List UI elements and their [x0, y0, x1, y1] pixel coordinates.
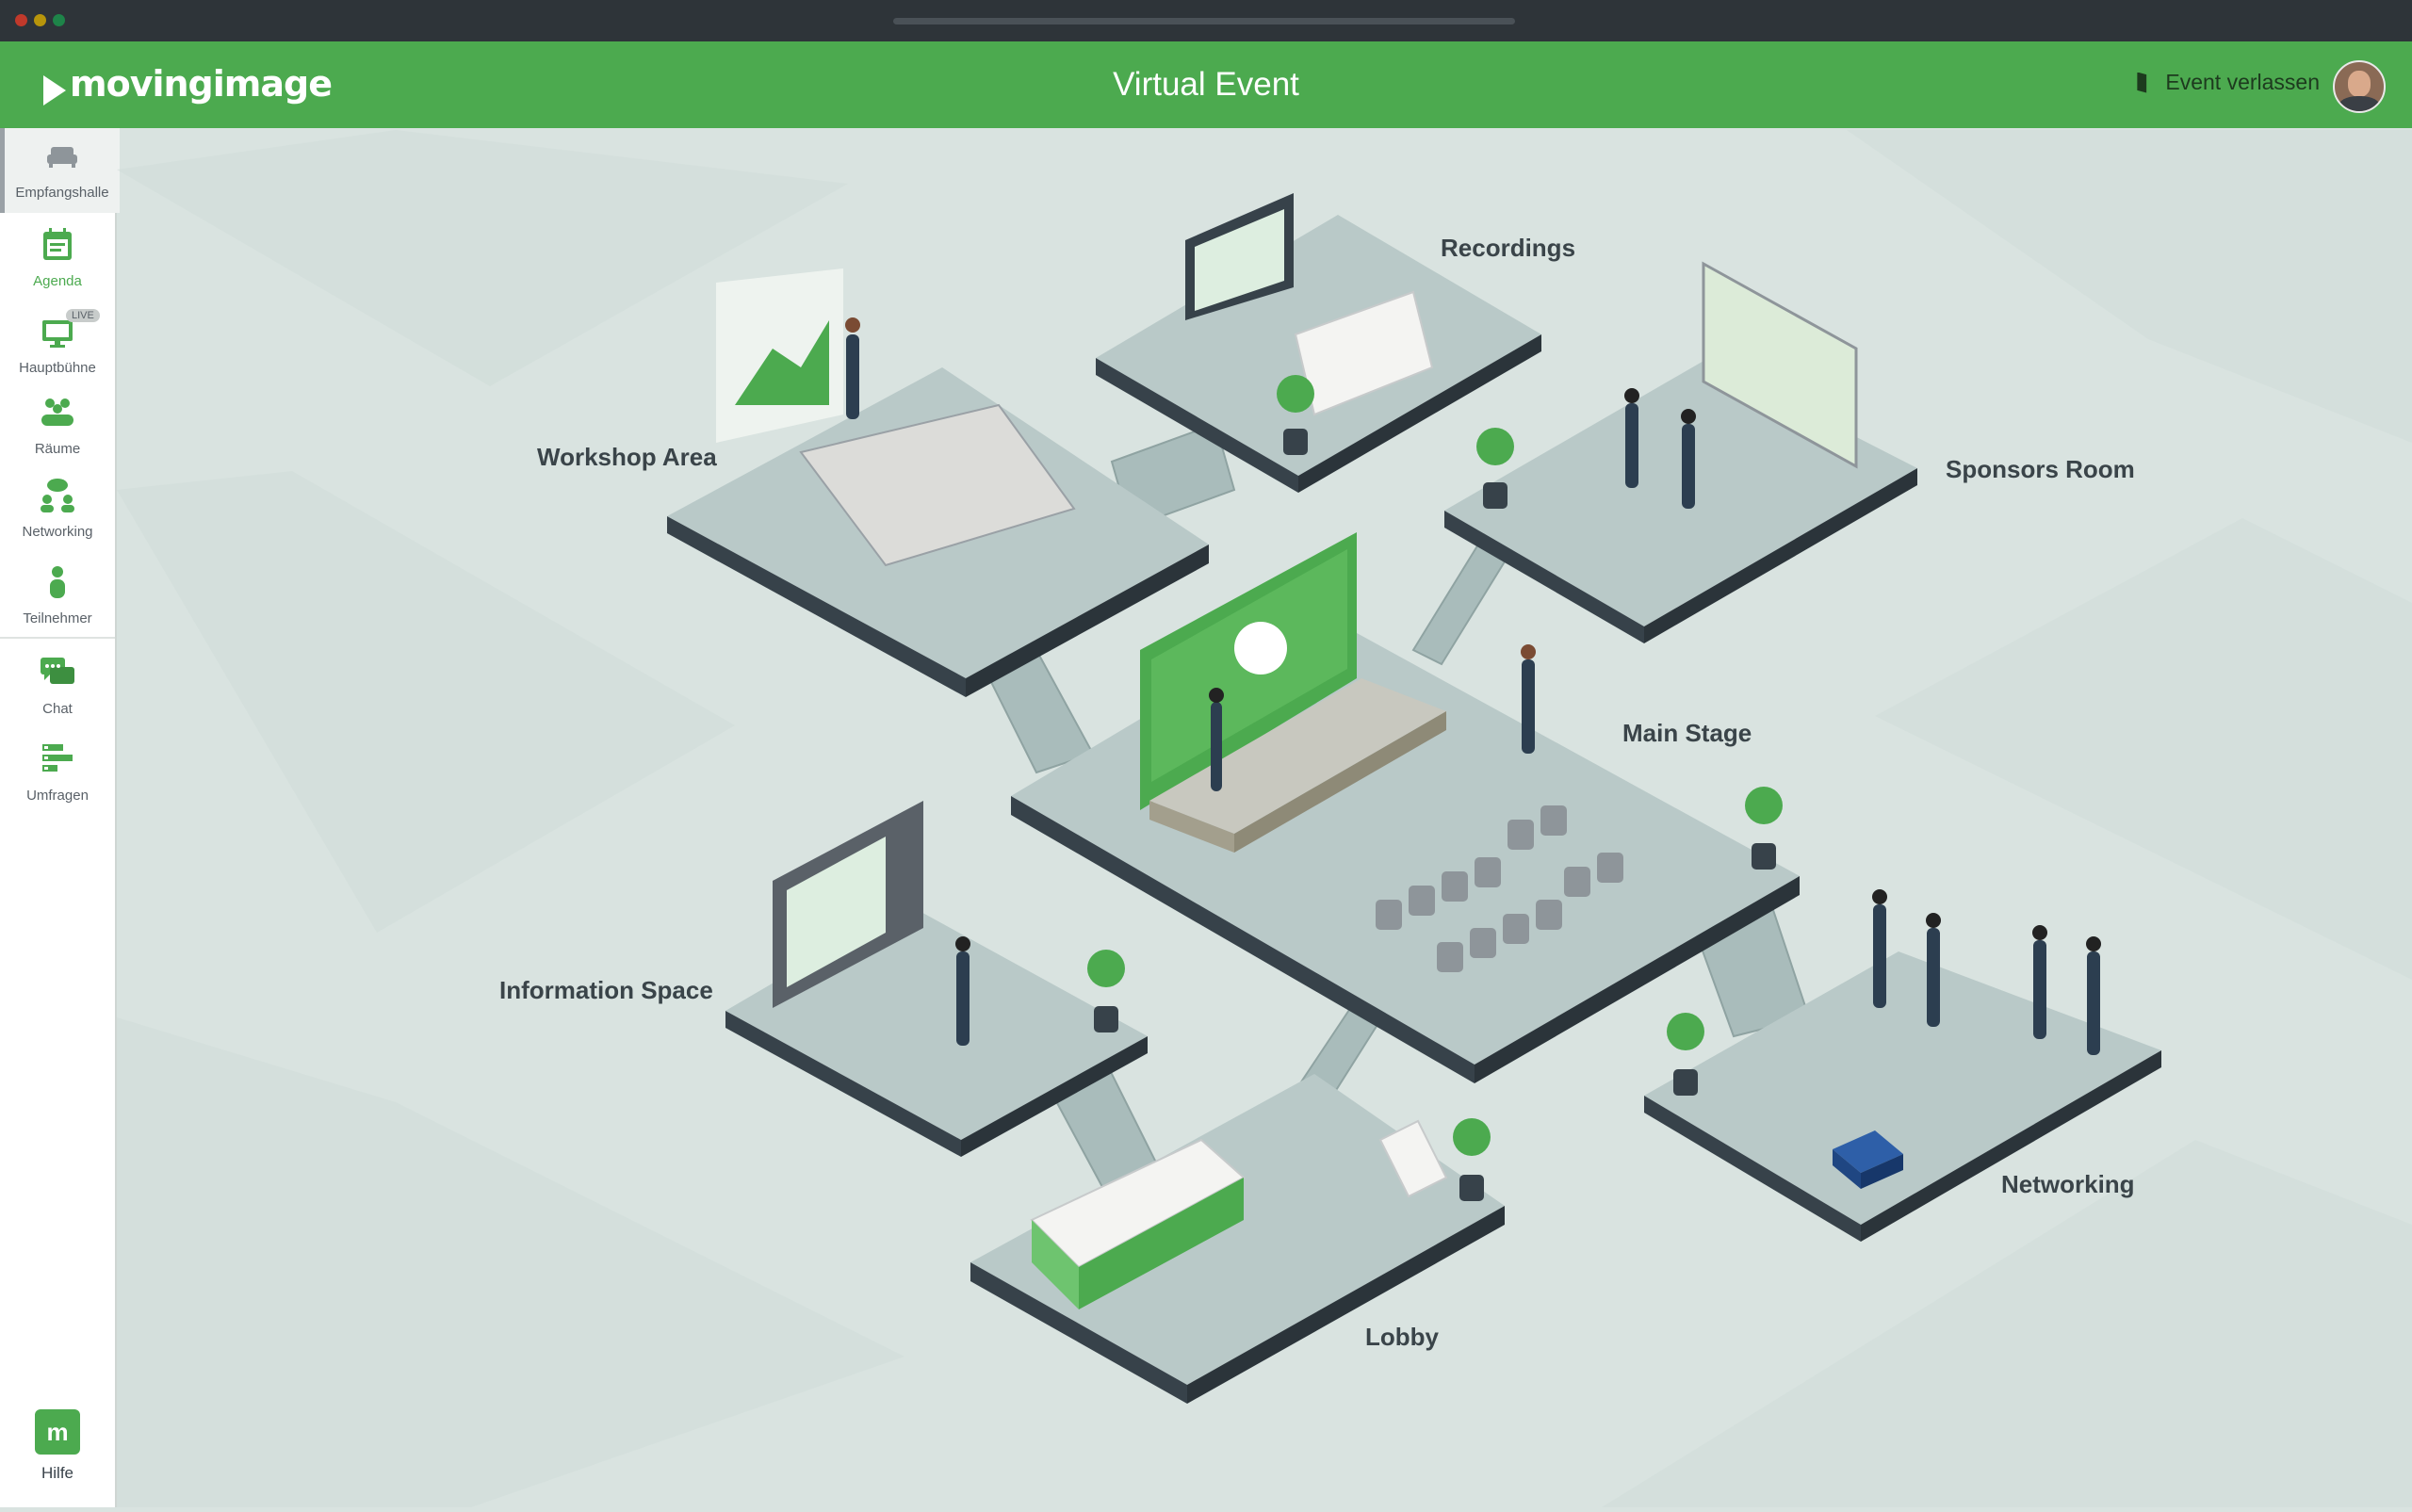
close-window-dot[interactable]: [15, 14, 27, 26]
area-label-networking[interactable]: Networking: [2001, 1170, 2135, 1198]
sidebar-item-umfragen[interactable]: Umfragen: [0, 731, 115, 816]
sidebar-item-label: Hauptbühne: [19, 360, 96, 376]
event-map: Workshop Area Recordings Sponsors Room M…: [117, 130, 2412, 1507]
sidebar-item-label: Chat: [42, 701, 73, 717]
window-chrome: [0, 0, 2412, 41]
platform-networking[interactable]: [1644, 951, 2161, 1242]
group-icon: [41, 398, 73, 426]
avatar-face: [2348, 71, 2371, 97]
play-logo-icon: [43, 75, 66, 106]
sidebar-divider: [0, 637, 115, 639]
sidebar-item-chat[interactable]: Chat: [0, 644, 115, 729]
area-label-sponsors[interactable]: Sponsors Room: [1946, 455, 2135, 483]
page-title: Virtual Event: [1113, 66, 1299, 103]
sidebar-item-label: Empfangshalle: [15, 185, 109, 201]
sidebar-item-label: Agenda: [33, 273, 82, 289]
platform-recordings[interactable]: [1096, 193, 1541, 493]
user-avatar[interactable]: [2333, 60, 2386, 113]
platform-main-stage[interactable]: [1011, 532, 1800, 1083]
avatar-shirt: [2339, 96, 2380, 111]
address-bar[interactable]: [893, 18, 1515, 24]
sidebar-item-label: Teilnehmer: [23, 610, 92, 626]
chat-icon: [41, 658, 74, 684]
sidebar-item-empfangshalle[interactable]: Empfangshalle: [0, 128, 120, 213]
sidebar-item-label: Räume: [34, 441, 81, 457]
network-icon: [41, 479, 74, 512]
leave-event-label: Event verlassen: [2165, 70, 2320, 94]
help-button[interactable]: m Hilfe: [0, 1409, 115, 1483]
help-logo-icon: m: [35, 1409, 80, 1455]
brand-logo[interactable]: movingimage: [43, 62, 333, 106]
sidebar-item-agenda[interactable]: Agenda: [0, 217, 115, 301]
background-tiles: [117, 130, 2412, 1507]
area-label-workshop[interactable]: Workshop Area: [537, 443, 717, 471]
live-badge: LIVE: [66, 309, 100, 322]
calendar-icon: [43, 228, 72, 260]
audience-seating: [1376, 805, 1623, 972]
sidebar: Empfangshalle Agenda LIVE Hauptbühne Räu…: [0, 128, 120, 1507]
couch-icon: [47, 147, 77, 168]
sidebar-item-label: Umfragen: [26, 788, 89, 804]
minimize-window-dot[interactable]: [34, 14, 46, 26]
platform-workshop[interactable]: [667, 268, 1209, 697]
stairs: [978, 422, 1811, 1189]
monitor-icon: [42, 320, 73, 348]
logo-text: movingimage: [70, 63, 333, 105]
platform-sponsors[interactable]: [1444, 261, 1917, 643]
area-label-information[interactable]: Information Space: [499, 976, 713, 1004]
person-icon: [50, 566, 65, 598]
area-label-lobby[interactable]: Lobby: [1365, 1323, 1439, 1351]
sidebar-item-raeume[interactable]: Räume: [0, 384, 115, 469]
event-map-illustration: [117, 130, 2412, 1507]
plant-decor: [1087, 375, 1783, 1201]
leave-event-button[interactable]: Event verlassen: [2137, 70, 2320, 95]
help-label: Hilfe: [41, 1464, 73, 1482]
poll-icon: [42, 744, 73, 772]
platform-lobby[interactable]: [970, 1074, 1505, 1404]
sidebar-item-teilnehmer[interactable]: Teilnehmer: [0, 554, 115, 639]
area-label-recordings[interactable]: Recordings: [1441, 234, 1576, 262]
maximize-window-dot[interactable]: [53, 14, 65, 26]
platform-information[interactable]: [725, 801, 1148, 1157]
people-decor: [845, 317, 2101, 1055]
sidebar-item-networking[interactable]: Networking: [0, 467, 115, 552]
sidebar-item-label: Networking: [22, 524, 93, 540]
app-header: movingimage Virtual Event Event verlasse…: [0, 41, 2412, 128]
sidebar-item-hauptbuehne[interactable]: LIVE Hauptbühne: [0, 303, 115, 388]
door-exit-icon: [2137, 72, 2147, 93]
area-label-main-stage[interactable]: Main Stage: [1622, 719, 1752, 747]
